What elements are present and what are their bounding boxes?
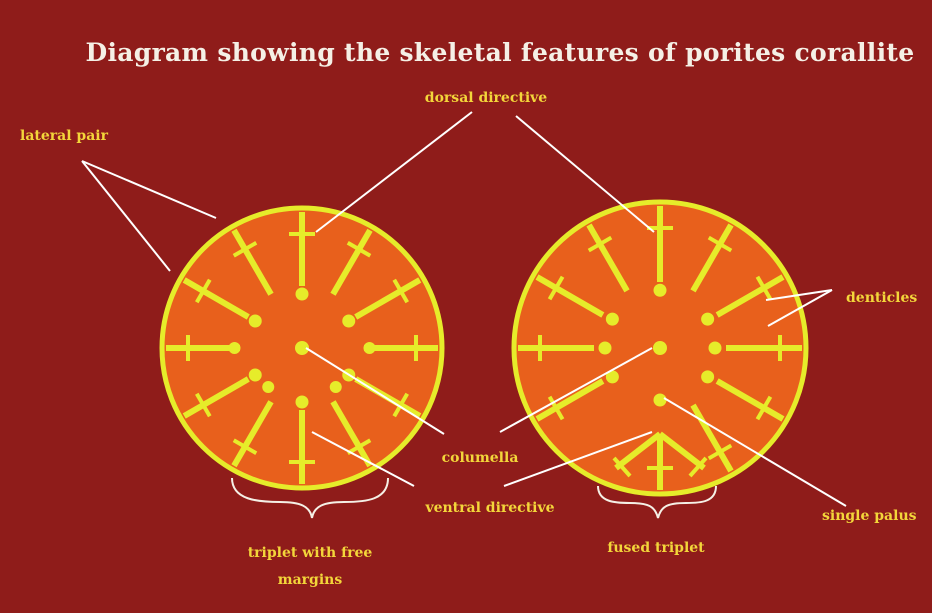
- label-denticles: denticles: [846, 290, 917, 306]
- columella-right: [653, 341, 667, 355]
- palus-left-5: [249, 369, 262, 382]
- palus-right-lateral-1: [709, 342, 722, 355]
- palus-left-6: [249, 315, 262, 328]
- palus-left-2: [342, 315, 355, 328]
- palus-left-1: [296, 288, 309, 301]
- label-single-palus: single palus: [822, 508, 917, 524]
- palus-left-extra-4: [262, 381, 274, 393]
- diagram-title: Diagram showing the skeletal features of…: [0, 38, 932, 67]
- single-palus: [654, 394, 667, 407]
- label-columella: columella: [442, 450, 519, 466]
- label-triplet-free-line2: margins: [278, 572, 342, 588]
- corallite-left: [162, 208, 442, 488]
- palus-right-lateral-2: [599, 342, 612, 355]
- corallite-right: [514, 202, 806, 494]
- palus-right-1: [654, 284, 667, 297]
- palus-left-extra-1: [364, 342, 376, 354]
- palus-left-4: [296, 396, 309, 409]
- label-dorsal-directive: dorsal directive: [425, 90, 547, 106]
- palus-right-5: [606, 313, 619, 326]
- palus-left-extra-3: [330, 381, 342, 393]
- palus-right-3: [701, 370, 714, 383]
- label-triplet-free-line1: triplet with free: [248, 545, 373, 561]
- label-ventral-directive: ventral directive: [425, 500, 554, 516]
- label-lateral-pair: lateral pair: [20, 128, 108, 144]
- palus-left-extra-2: [229, 342, 241, 354]
- label-fused-triplet: fused triplet: [607, 540, 704, 556]
- palus-right-2: [701, 313, 714, 326]
